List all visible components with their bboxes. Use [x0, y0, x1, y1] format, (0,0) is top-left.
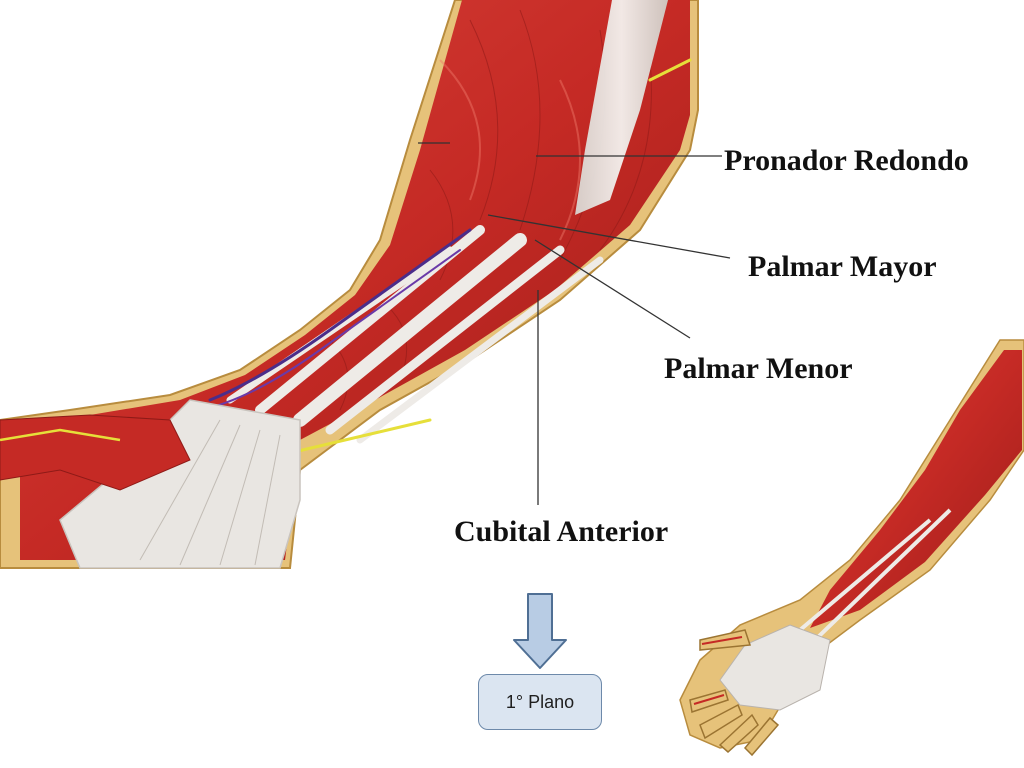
- label-pronador-redondo: Pronador Redondo: [724, 144, 969, 177]
- leader-mayor: [487, 214, 731, 259]
- forearm-large: [0, 0, 699, 569]
- plano-box: 1° Plano: [478, 674, 602, 730]
- plano-label: 1° Plano: [505, 691, 575, 712]
- label-cubital-anterior: Cubital Anterior: [454, 515, 669, 548]
- leader-lines: [418, 142, 731, 505]
- arm-small-hand: [719, 624, 831, 711]
- aponeurosis: [575, 0, 668, 215]
- tendons: [226, 225, 604, 444]
- leader-menor: [534, 239, 691, 339]
- arm-small: [679, 339, 1024, 757]
- down-arrow-icon: [513, 593, 567, 669]
- label-palmar-mayor: Palmar Mayor: [748, 250, 937, 283]
- arm-small-muscles: [810, 350, 1022, 628]
- label-palmar-menor: Palmar Menor: [664, 352, 853, 385]
- thumb-region: [0, 414, 191, 491]
